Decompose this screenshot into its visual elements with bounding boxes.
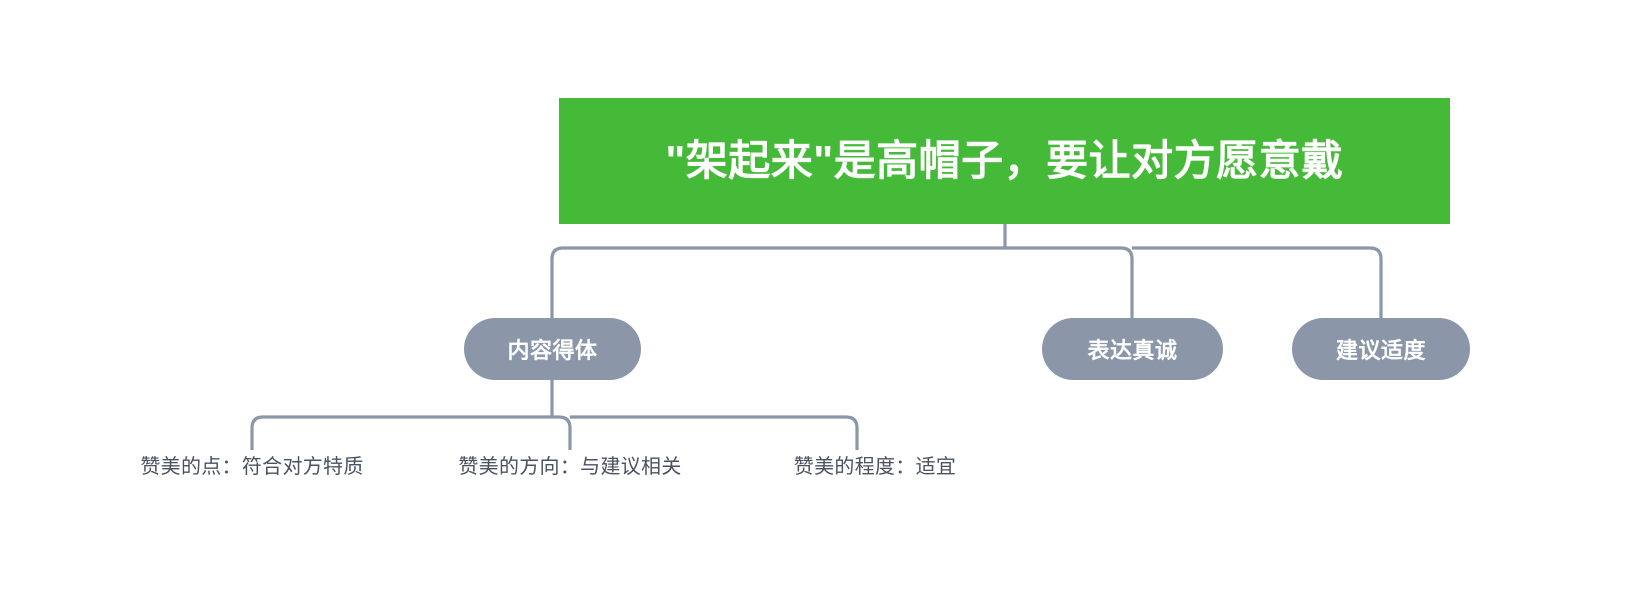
root-node-label: "架起来"是高帽子，要让对方愿意戴	[665, 136, 1344, 184]
connector-root-to-node-0	[550, 246, 1005, 318]
connector-root-to-node-2	[1132, 246, 1383, 318]
node-level2-label: 内容得体	[507, 338, 598, 363]
node-level2-advice-moderate[interactable]: 建议适度	[1292, 318, 1470, 380]
node-level3-praise-degree[interactable]: 赞美的程度：适宜	[740, 450, 1010, 478]
root-node[interactable]: "架起来"是高帽子，要让对方愿意戴	[559, 98, 1450, 224]
connector-node-0-to-leaf-1	[552, 415, 572, 450]
node-level2-label: 表达真诚	[1087, 338, 1178, 363]
node-level3-label: 赞美的方向：与建议相关	[458, 455, 682, 478]
node-level3-label: 赞美的程度：适宜	[793, 455, 957, 478]
connector-node-0-to-leaf-2	[570, 415, 859, 450]
node-level2-express-sincerity[interactable]: 表达真诚	[1042, 318, 1223, 380]
node-level3-label: 赞美的点：符合对方特质	[140, 455, 364, 478]
node-level2-label: 建议适度	[1335, 338, 1426, 363]
connector-root-to-node-1	[1005, 246, 1134, 318]
node-level3-praise-point[interactable]: 赞美的点：符合对方特质	[102, 450, 402, 478]
node-level3-praise-direction[interactable]: 赞美的方向：与建议相关	[420, 450, 720, 478]
node-level2-content-appropriate[interactable]: 内容得体	[464, 318, 641, 380]
connector-node-0-to-leaf-0	[250, 415, 552, 450]
